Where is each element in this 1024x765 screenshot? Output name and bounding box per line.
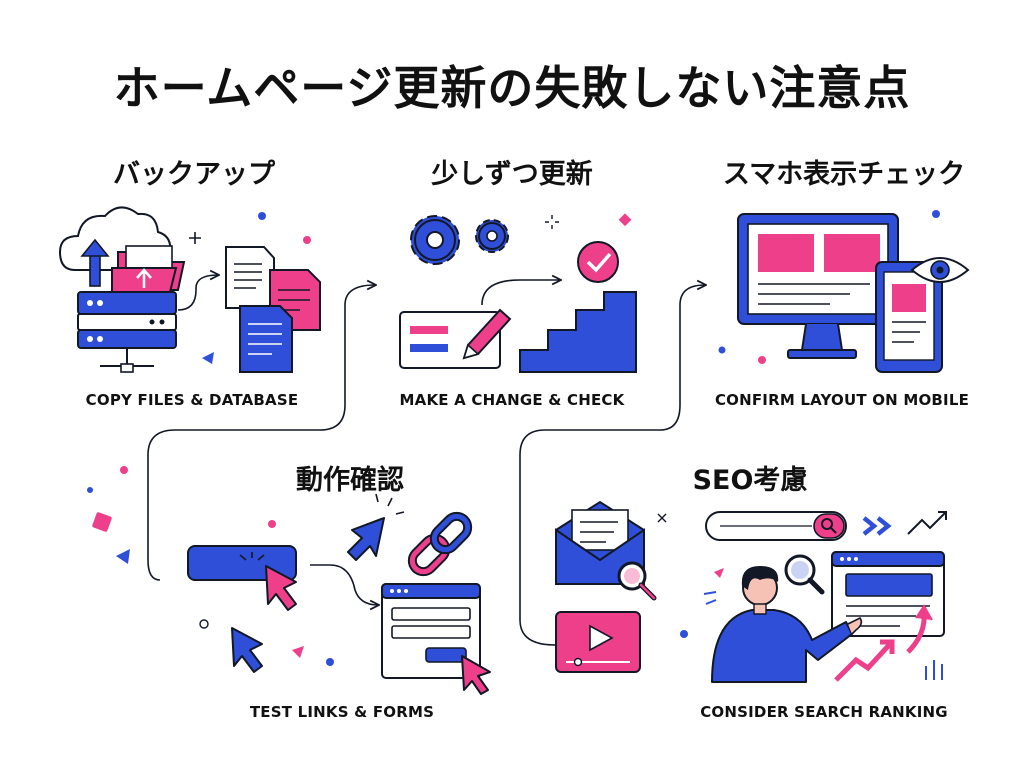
trend-up-icon: [834, 511, 947, 682]
step-incremental-caption: MAKE A CHANGE & CHECK: [399, 391, 625, 409]
decorations-mobile: [718, 210, 940, 364]
browser-window-icon: [381, 583, 491, 695]
page-title: ホームページ更新の失敗しない注意点: [113, 61, 911, 115]
envelope-icon: [555, 500, 667, 601]
step-mobile-heading: スマホ表示チェック: [722, 159, 966, 190]
video-player-icon: [555, 611, 641, 673]
decorations-seo: [680, 568, 724, 638]
search-bar-icon: [705, 511, 847, 541]
step-mobile-caption: CONFIRM LAYOUT ON MOBILE: [714, 391, 970, 409]
gear-icon: [410, 215, 509, 265]
eye-icon: [910, 257, 970, 283]
smartphone-icon: [875, 261, 943, 373]
connector-server-to-docs: [177, 275, 218, 311]
flow-connectors: [147, 275, 705, 646]
document-icon: [225, 246, 321, 373]
decorations-incremental: [545, 213, 632, 229]
connector-incremental-to-mobile: [519, 285, 705, 646]
monitor-icon: [737, 213, 899, 359]
chevrons-icon: [862, 516, 892, 536]
step-testing-heading: 動作確認: [296, 465, 404, 496]
step-backup-heading: バックアップ: [113, 159, 275, 190]
chain-link-icon: [407, 511, 473, 577]
step-incremental-heading: 少しずつ更新: [431, 159, 593, 190]
checkmark-icon: [577, 241, 619, 283]
server-icon: [77, 291, 177, 373]
decorations-backup: [189, 212, 311, 364]
cursor-icon: [231, 493, 405, 673]
person-icon: [711, 566, 863, 683]
folder-icon: [111, 245, 186, 293]
connector-button-to-window: [310, 564, 378, 605]
browser-window-icon: [831, 551, 945, 654]
step-seo-caption: CONSIDER SEARCH RANKING: [700, 703, 948, 721]
step-seo-heading: SEO考慮: [692, 465, 808, 496]
connector-backup-to-incremental: [147, 285, 375, 581]
magnifier-icon: [784, 554, 825, 595]
stairs-icon: [519, 291, 637, 373]
pencil-icon: [399, 308, 512, 369]
step-backup-caption: COPY FILES & DATABASE: [85, 391, 299, 409]
step-testing-caption: TEST LINKS & FORMS: [249, 703, 435, 721]
decorations-testing: [87, 466, 334, 666]
connector-edit-to-check: [481, 280, 560, 306]
